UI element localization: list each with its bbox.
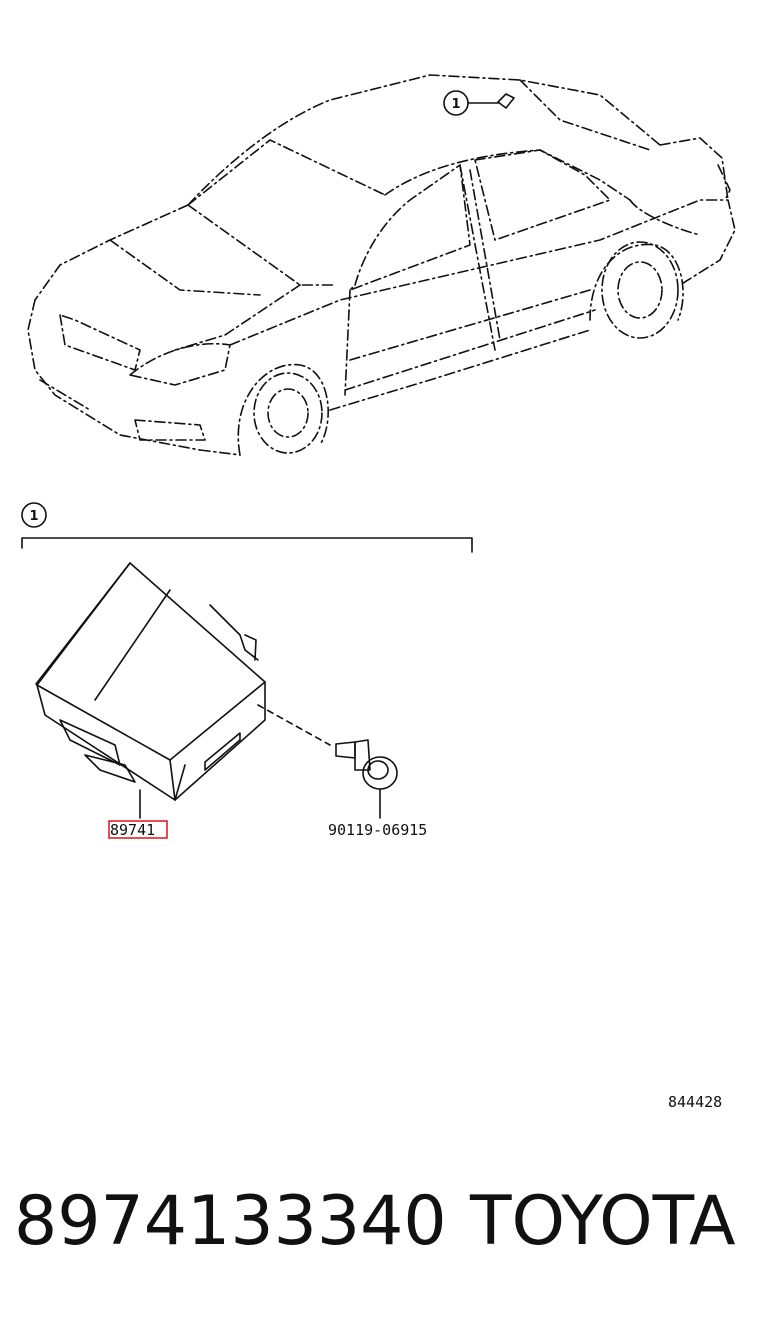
callout-circle-detail	[21, 502, 47, 528]
control-unit-drawing	[35, 562, 266, 819]
callout-number-detail: 1	[29, 509, 38, 524]
part-number-caption: 8974133340	[14, 1182, 447, 1261]
part-label-90119-06915[interactable]: 90119-06915	[328, 821, 427, 839]
highlight-box	[108, 820, 168, 839]
diagram-reference-number: 844428	[668, 1093, 722, 1111]
part-label-89741[interactable]: 89741	[110, 821, 155, 839]
screw-drawing	[335, 739, 398, 819]
detail-section: 1 89741 90119-	[21, 502, 722, 1111]
section-bracket	[21, 537, 473, 553]
callout-number-top: 1	[451, 97, 460, 112]
car-outline: 1	[27, 74, 736, 456]
callout-circle-top	[443, 90, 469, 116]
brand-caption: TOYOTA	[470, 1182, 736, 1261]
